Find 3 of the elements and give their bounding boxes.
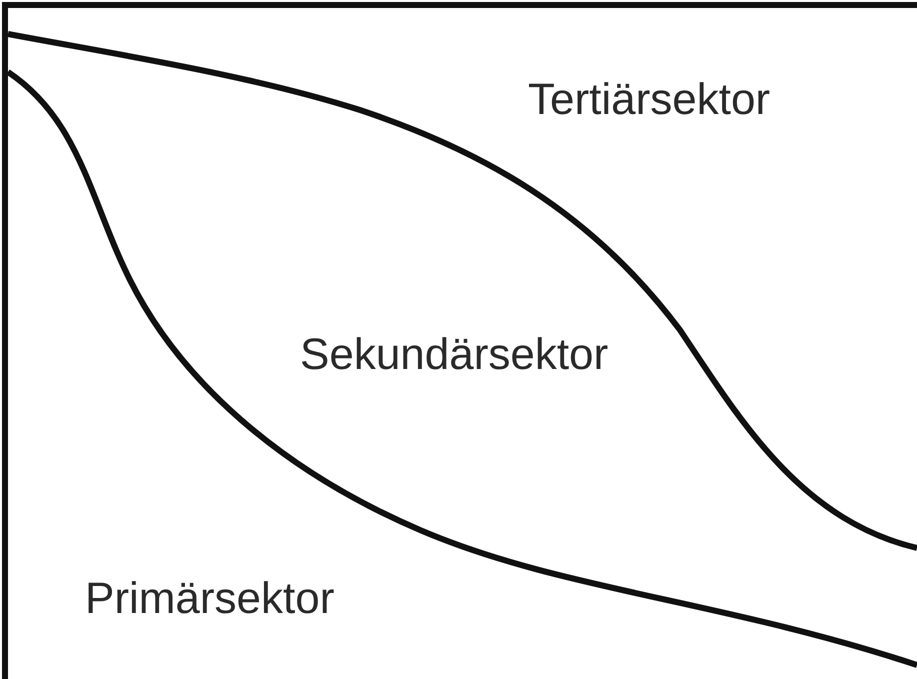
- sector-label: Primärsektor: [85, 577, 334, 621]
- sector-label: Sekundärsektor: [300, 333, 608, 377]
- sector-label: Tertiärsektor: [528, 78, 770, 122]
